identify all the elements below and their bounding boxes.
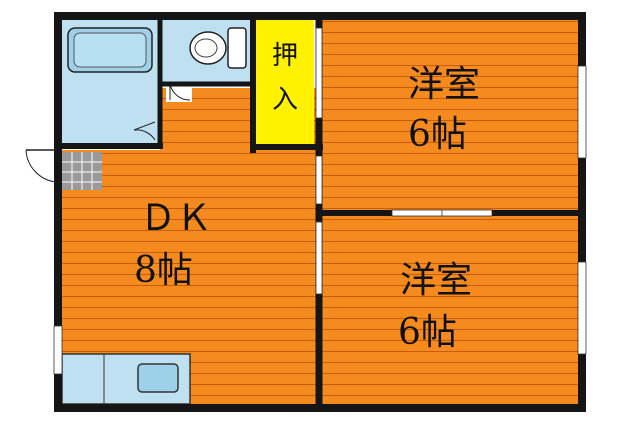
- window-dk: [53, 325, 63, 375]
- western1-floor: [322, 20, 578, 210]
- western1-name: 洋室: [408, 64, 480, 105]
- western1-size: 6帖: [408, 114, 467, 155]
- floors: [62, 20, 578, 404]
- closet-label-1: 押: [272, 41, 298, 71]
- closet-floor: [256, 20, 314, 144]
- room-labels: ＤＫ 8帖 洋室 6帖 洋室 6帖: [134, 64, 480, 353]
- bathroom-door: [133, 121, 156, 141]
- window-west2: [577, 261, 587, 355]
- openings: [53, 27, 587, 375]
- closet-label-2: 入: [272, 85, 298, 115]
- window-west1: [577, 65, 587, 159]
- western2-name: 洋室: [400, 260, 472, 301]
- kitchen-sink-icon: [137, 363, 179, 393]
- toilet-icon: [189, 27, 247, 69]
- kitchen-counter: [61, 353, 191, 405]
- dk-size: 8帖: [134, 250, 193, 291]
- western2-size: 6帖: [398, 312, 457, 353]
- wet-area: [62, 20, 250, 144]
- bathtub-basin: [73, 32, 147, 68]
- dk-name: ＤＫ: [140, 198, 212, 239]
- western2-floor: [322, 216, 578, 404]
- entrance-tile: [62, 152, 102, 190]
- dk-floor: [62, 88, 318, 404]
